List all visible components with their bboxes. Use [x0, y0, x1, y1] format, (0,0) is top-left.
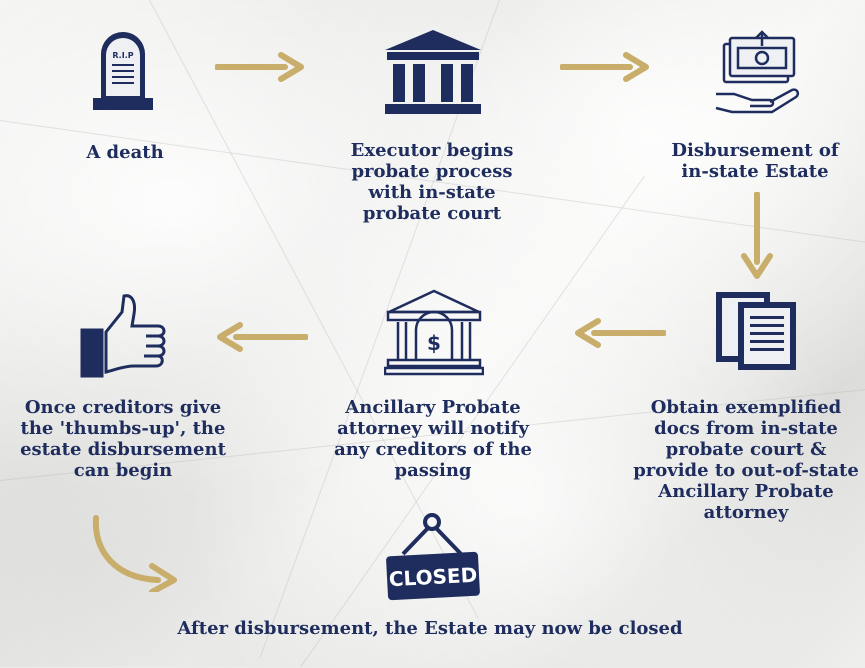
bank-dollar-symbol: $ — [427, 331, 441, 355]
tombstone-rip-text: R.I.P — [112, 51, 133, 60]
step-closed-label: After disbursement, the Estate may now b… — [177, 618, 683, 639]
courthouse-icon — [385, 30, 481, 114]
arrow-death-to-executor — [215, 52, 304, 82]
thumbs-up-icon — [80, 294, 166, 378]
bank-dollar-icon: $ — [384, 289, 484, 376]
step-obtain-docs-label: Obtain exemplified docs from in-state pr… — [633, 397, 859, 523]
arrow-executor-to-disbursement — [560, 52, 649, 82]
closed-sign-icon: CLOSED — [386, 513, 480, 601]
step-ancillary-label: Ancillary Probate attorney will notify a… — [334, 397, 532, 481]
arrow-ancillary-to-creditors — [217, 322, 308, 352]
step-executor-label: Executor begins probate process with in-… — [350, 140, 514, 224]
arrow-creditors-to-closed — [92, 515, 177, 592]
tombstone-icon: R.I.P — [93, 32, 153, 110]
closed-sign-text: CLOSED — [388, 563, 478, 592]
arrow-disbursement-to-docs — [741, 192, 773, 279]
step-disbursement-in-state-label: Disbursement of in-state Estate — [671, 140, 839, 182]
documents-icon — [716, 292, 796, 370]
arrow-docs-to-ancillary — [575, 318, 666, 348]
step-creditors-label: Once creditors give the 'thumbs-up', the… — [20, 397, 226, 481]
step-death-label: A death — [86, 142, 164, 163]
money-hand-icon — [715, 30, 800, 114]
